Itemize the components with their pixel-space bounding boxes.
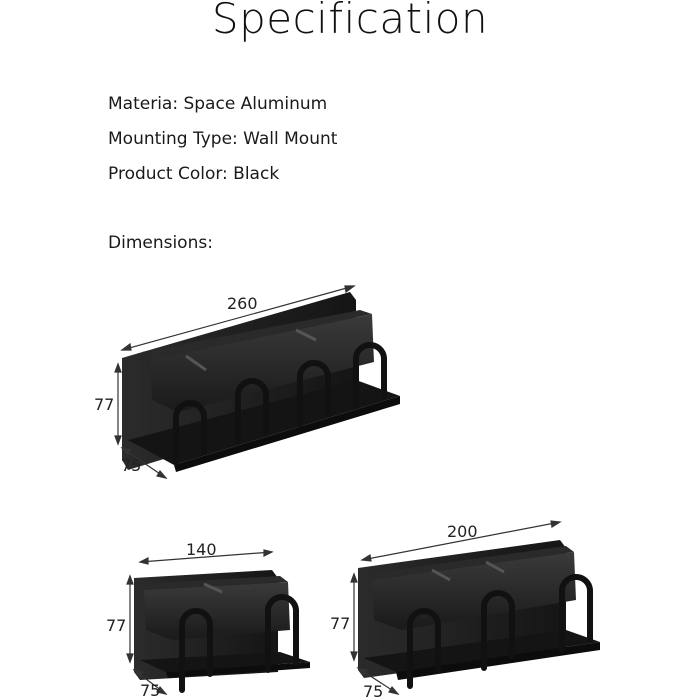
dim-lines-large	[114, 285, 356, 479]
holder-small	[134, 570, 310, 693]
dimensions-label: Dimensions:	[108, 233, 213, 253]
page-title: Specification	[211, 0, 489, 43]
dim-width-medium: 200	[447, 522, 478, 541]
dim-width-small: 140	[186, 540, 217, 559]
dim-depth-small: 75	[140, 681, 160, 700]
holder-medium	[358, 540, 600, 689]
dim-height-small: 77	[106, 616, 126, 635]
dim-width-large: 260	[227, 294, 258, 313]
dim-height-large: 77	[94, 395, 114, 414]
spec-mounting-type: Mounting Type: Wall Mount	[108, 129, 338, 149]
dim-depth-medium: 75	[363, 682, 383, 700]
dim-depth-large: 75	[121, 456, 141, 475]
dim-lines-medium	[350, 520, 562, 695]
spec-product-color: Product Color: Black	[108, 164, 280, 184]
dim-height-medium: 77	[330, 614, 350, 633]
spec-material: Materia: Space Aluminum	[108, 94, 328, 114]
holder-large	[122, 292, 400, 472]
dim-lines-small	[126, 549, 274, 695]
